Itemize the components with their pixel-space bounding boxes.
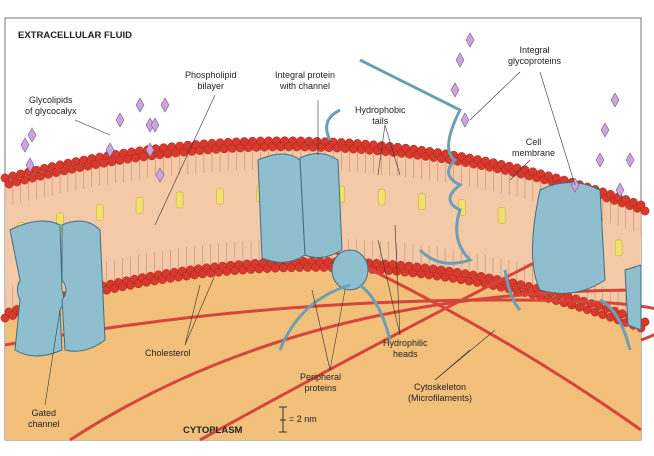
sugar-unit bbox=[450, 82, 460, 98]
phospholipid-head bbox=[51, 168, 61, 177]
phospholipid-head bbox=[99, 158, 109, 168]
phospholipid-head bbox=[4, 179, 14, 189]
sugar-unit bbox=[460, 112, 470, 128]
phospholipid-head bbox=[67, 164, 77, 174]
phospholipid-head bbox=[59, 166, 69, 176]
gated-channel-protein bbox=[9, 220, 65, 357]
phospholipid-head bbox=[444, 266, 454, 276]
phospholipid-head bbox=[75, 163, 85, 172]
phospholipid-head bbox=[107, 157, 117, 167]
region-extracellular: EXTRACELLULAR FLUID bbox=[18, 30, 132, 41]
phospholipid-head bbox=[476, 272, 486, 281]
phospholipid-head bbox=[516, 280, 526, 290]
phospholipid-head bbox=[83, 161, 93, 171]
phospholipid-head bbox=[468, 270, 478, 280]
phospholipid-head bbox=[28, 173, 37, 183]
sugar-unit bbox=[455, 52, 465, 68]
cholesterol-molecule bbox=[135, 197, 144, 214]
cholesterol-molecule bbox=[418, 193, 426, 210]
phospholipid-head bbox=[452, 267, 462, 277]
sugar-unit bbox=[595, 152, 605, 168]
protein-chains bbox=[278, 58, 632, 351]
phospholipid-head bbox=[617, 309, 627, 319]
phospholipid-head bbox=[20, 175, 30, 185]
cholesterol-molecule bbox=[497, 207, 506, 224]
cholesterol-molecule bbox=[216, 187, 224, 205]
phospholipid-head bbox=[484, 273, 494, 283]
sugar-unit bbox=[615, 182, 625, 198]
sugar-unit bbox=[610, 92, 620, 108]
cholesterol-molecule bbox=[614, 239, 623, 257]
sugar-unit bbox=[150, 117, 160, 133]
sugar-unit bbox=[465, 32, 475, 48]
phospholipid-head bbox=[91, 160, 101, 169]
integral-channel-protein bbox=[257, 153, 306, 263]
phospholipid-head bbox=[640, 317, 650, 327]
glycocalyx-carbohydrates bbox=[20, 32, 635, 198]
sugar-unit bbox=[25, 157, 35, 173]
scale-bar-label: = 2 nm bbox=[289, 414, 317, 424]
region-cytoplasm: CYTOPLASM bbox=[183, 425, 243, 436]
label-hydrophilic-heads: Hydrophilic heads bbox=[383, 338, 428, 359]
phospholipid-head bbox=[43, 169, 53, 179]
sugar-unit bbox=[625, 152, 635, 168]
cholesterol-molecule bbox=[377, 188, 386, 206]
peripheral-protein bbox=[331, 249, 369, 291]
label-integral-channel: Integral protein with channel bbox=[275, 70, 336, 91]
cholesterol-molecule bbox=[96, 204, 104, 221]
phospholipid-head bbox=[12, 177, 22, 187]
sugar-unit bbox=[135, 97, 145, 113]
label-gated-channel: Gated channel bbox=[28, 408, 60, 429]
phospholipid-head bbox=[508, 278, 518, 288]
phospholipid-head bbox=[35, 171, 45, 181]
label-cholesterol: Cholesterol bbox=[145, 348, 191, 358]
phospholipid-head bbox=[115, 156, 125, 165]
label-glycolipids: Glycolipids of glycocalyx bbox=[25, 95, 77, 116]
proteins bbox=[9, 153, 642, 357]
sugar-unit bbox=[160, 97, 170, 113]
gated-channel-protein-half bbox=[61, 220, 106, 352]
cholesterol-molecule bbox=[175, 191, 184, 209]
phospholipid-head bbox=[460, 269, 470, 279]
label-cytoskeleton: Cytoskeleton (Microfilaments) bbox=[408, 382, 473, 403]
scale-bar-icon bbox=[279, 406, 287, 433]
sugar-unit bbox=[27, 127, 37, 143]
integral-glycoprotein bbox=[532, 182, 606, 294]
sugar-unit bbox=[115, 112, 125, 128]
sugar-unit bbox=[105, 142, 115, 158]
sugar-unit bbox=[155, 167, 165, 183]
sugar-unit bbox=[600, 122, 610, 138]
leader-lines bbox=[44, 71, 576, 406]
label-integral-glycoproteins: Integral glycoproteins bbox=[508, 45, 562, 66]
phospholipid-head bbox=[640, 206, 650, 216]
cytoskeleton-filaments bbox=[4, 248, 654, 442]
label-peripheral-proteins: Peripheral proteins bbox=[300, 372, 342, 393]
label-cell-membrane: Cell membrane bbox=[512, 137, 556, 158]
sugar-unit bbox=[20, 137, 30, 153]
label-phospholipid-bilayer: Phospholipid bilayer bbox=[185, 70, 237, 91]
sugar-unit bbox=[145, 142, 155, 158]
label-hydrophobic-tails: Hydrophobic tails bbox=[355, 105, 406, 126]
phospholipid-head bbox=[524, 282, 534, 291]
